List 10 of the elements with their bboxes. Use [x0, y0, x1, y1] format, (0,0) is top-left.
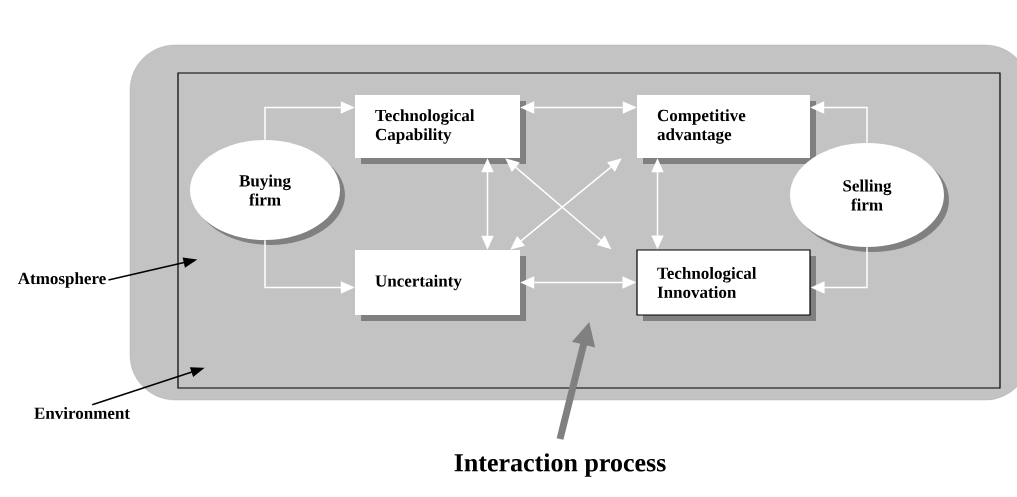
process-box: Uncertainty [355, 250, 526, 321]
ellipse-node: Selling firm [790, 143, 949, 252]
ellipse-node: Buying firm [190, 140, 345, 245]
callout-text: Interaction process [454, 453, 666, 477]
callout-text: Atmosphere [17, 272, 106, 288]
process-box: Technological Innovation [636, 249, 816, 321]
process-box: Competitive advantage [637, 95, 816, 164]
frame-rectangle [177, 72, 1001, 389]
callout-text: Environment [34, 407, 130, 419]
process-box: Technological Capability [355, 95, 526, 164]
